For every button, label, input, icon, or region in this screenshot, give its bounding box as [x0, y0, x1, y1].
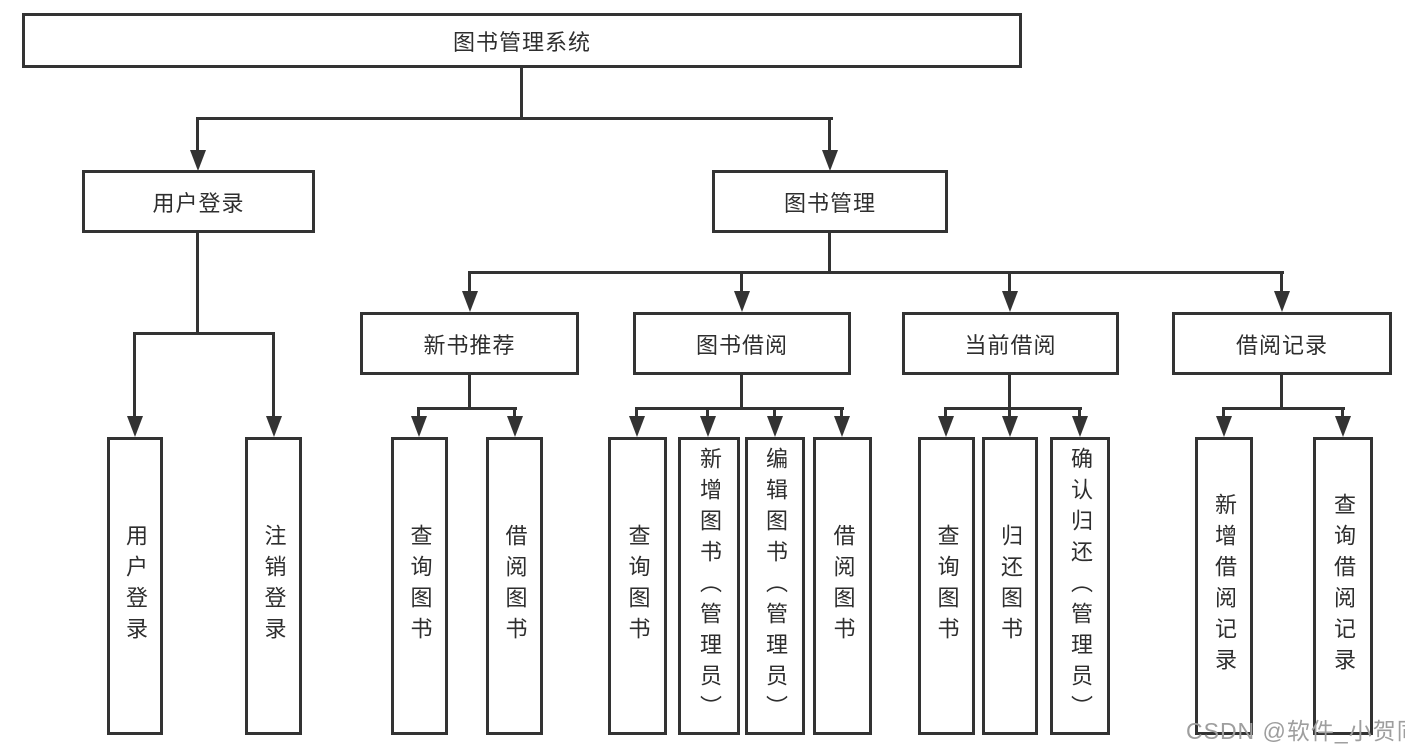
- connector-line: [840, 407, 843, 419]
- leaf-newbook-query-label: 查询图书: [407, 524, 433, 648]
- connector-line: [1078, 407, 1081, 419]
- leaf-borrow-edit-label: 编辑图书（管理员）: [763, 446, 788, 726]
- leaf-newbook-query: 查询图书: [391, 437, 448, 735]
- leaf-user-login-label: 用户登录: [123, 524, 148, 648]
- connector-line: [773, 407, 776, 419]
- leaf-borrow-query-label: 查询图书: [625, 524, 651, 648]
- connector-line: [1008, 375, 1011, 410]
- node-user-login-label: 用户登录: [152, 190, 245, 216]
- connector-line: [1341, 407, 1344, 419]
- arrow-down-icon: [1216, 416, 1232, 437]
- leaf-logout: 注销登录: [245, 437, 302, 735]
- connector-line: [520, 68, 523, 120]
- connector-line: [196, 117, 199, 152]
- leaf-current-query: 查询图书: [918, 437, 975, 735]
- leaf-record-query-label: 查询借阅记录: [1331, 493, 1356, 679]
- arrow-down-icon: [266, 416, 282, 437]
- connector-line: [828, 117, 831, 152]
- node-root: 图书管理系统: [22, 13, 1022, 68]
- connector-line: [468, 271, 1284, 274]
- node-book-borrow-label: 图书借阅: [695, 332, 788, 358]
- leaf-current-confirm-label: 确认归还（管理员）: [1068, 446, 1093, 726]
- leaf-record-add: 新增借阅记录: [1195, 437, 1253, 735]
- leaf-current-confirm: 确认归还（管理员）: [1050, 437, 1110, 735]
- connector-line: [133, 332, 136, 418]
- node-borrow-record: 借阅记录: [1172, 312, 1392, 375]
- node-current-borrow: 当前借阅: [902, 312, 1119, 375]
- arrow-down-icon: [1072, 416, 1088, 437]
- leaf-current-return: 归还图书: [982, 437, 1038, 735]
- node-borrow-record-label: 借阅记录: [1235, 332, 1328, 358]
- arrow-down-icon: [1002, 291, 1018, 312]
- connector-line: [1222, 407, 1225, 419]
- node-current-borrow-label: 当前借阅: [964, 332, 1057, 358]
- arrow-down-icon: [629, 416, 645, 437]
- connector-line: [706, 407, 709, 419]
- node-new-book: 新书推荐: [360, 312, 579, 375]
- node-book-borrow: 图书借阅: [633, 312, 851, 375]
- arrow-down-icon: [462, 291, 478, 312]
- connector-line: [1008, 407, 1011, 419]
- leaf-user-login: 用户登录: [107, 437, 163, 735]
- leaf-current-query-label: 查询图书: [934, 524, 960, 648]
- arrow-down-icon: [411, 416, 427, 437]
- leaf-record-add-label: 新增借阅记录: [1212, 493, 1237, 679]
- arrow-down-icon: [1002, 416, 1018, 437]
- connector-line: [1280, 375, 1283, 410]
- leaf-borrow-add-label: 新增图书（管理员）: [697, 446, 722, 726]
- connector-line: [133, 332, 275, 335]
- connector-line: [740, 375, 743, 410]
- arrow-down-icon: [190, 150, 206, 171]
- leaf-record-query: 查询借阅记录: [1313, 437, 1373, 735]
- leaf-newbook-borrow-label: 借阅图书: [502, 524, 528, 648]
- connector-line: [828, 233, 831, 274]
- node-user-login: 用户登录: [82, 170, 315, 233]
- leaf-borrow-borrow-label: 借阅图书: [830, 524, 856, 648]
- arrow-down-icon: [1335, 416, 1351, 437]
- node-book-mgmt-label: 图书管理: [783, 190, 876, 216]
- arrow-down-icon: [767, 416, 783, 437]
- arrow-down-icon: [938, 416, 954, 437]
- leaf-borrow-borrow: 借阅图书: [813, 437, 872, 735]
- arrow-down-icon: [127, 416, 143, 437]
- csdn-watermark: CSDN @软件_小贺同学: [1186, 718, 1405, 744]
- node-book-mgmt: 图书管理: [712, 170, 948, 233]
- connector-line: [944, 407, 947, 419]
- arrow-down-icon: [734, 291, 750, 312]
- arrow-down-icon: [1274, 291, 1290, 312]
- connector-line: [635, 407, 638, 419]
- leaf-logout-label: 注销登录: [261, 524, 287, 648]
- leaf-newbook-borrow: 借阅图书: [486, 437, 543, 735]
- leaf-current-return-label: 归还图书: [998, 524, 1023, 648]
- connector-line: [272, 332, 275, 418]
- connector-line: [197, 117, 833, 120]
- connector-line: [635, 407, 844, 410]
- node-root-label: 图书管理系统: [452, 29, 591, 55]
- leaf-borrow-edit: 编辑图书（管理员）: [745, 437, 805, 735]
- connector-line: [417, 407, 517, 410]
- connector-line: [1008, 271, 1011, 293]
- arrow-down-icon: [834, 416, 850, 437]
- connector-line: [944, 407, 1082, 410]
- connector-line: [1222, 407, 1345, 410]
- connector-line: [1280, 271, 1283, 293]
- connector-line: [513, 407, 516, 419]
- arrow-down-icon: [507, 416, 523, 437]
- leaf-borrow-add: 新增图书（管理员）: [678, 437, 740, 735]
- node-new-book-label: 新书推荐: [423, 332, 516, 358]
- leaf-borrow-query: 查询图书: [608, 437, 667, 735]
- arrow-down-icon: [700, 416, 716, 437]
- connector-line: [417, 407, 420, 419]
- arrow-down-icon: [822, 150, 838, 171]
- connector-line: [740, 271, 743, 293]
- connector-line: [468, 271, 471, 293]
- connector-line: [196, 233, 199, 334]
- connector-line: [468, 375, 471, 410]
